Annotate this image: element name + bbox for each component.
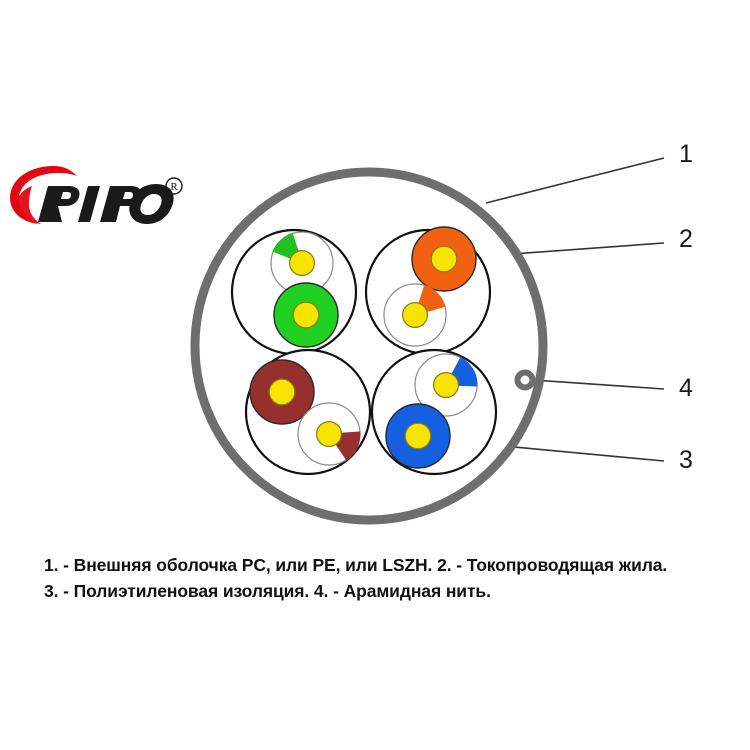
white-green-wire (270, 231, 334, 295)
legend-line-2: 3. - Полиэтиленовая изоляция. 4. - Арами… (44, 578, 750, 604)
callout-label-2: 2 (679, 225, 693, 253)
white-blue-wire (414, 353, 478, 417)
brown-wire-conductor (268, 378, 296, 406)
callout-4-leader (532, 379, 665, 390)
logo-swoosh (10, 166, 77, 224)
svg-text:R: R (170, 181, 178, 193)
legend-text-1: - Внешняя оболочка PC, или PE, или LSZH. (58, 555, 438, 575)
twisted-pairs (230, 226, 498, 476)
blue-wire-conductor (404, 422, 432, 450)
logo-swoosh-tail (17, 186, 41, 224)
legend-text-2: - Токопроводящая жила. (451, 555, 668, 575)
blue-wire (385, 403, 451, 469)
legend-num-3: 3. (44, 581, 59, 601)
logo-wordmark (38, 184, 174, 224)
registered-trademark-icon: R (165, 177, 183, 195)
legend-num-2: 2. (437, 555, 452, 575)
white-orange-wire-conductor (402, 302, 429, 329)
legend-num-4: 4. (313, 581, 329, 601)
callout-label-3: 3 (679, 446, 693, 474)
callout-label-4: 4 (679, 374, 693, 402)
legend-caption: 1. - Внешняя оболочка PC, или PE, или LS… (44, 552, 750, 604)
callout-1-leader (485, 157, 665, 204)
legend-num-1: 1. (44, 555, 59, 575)
white-brown-wire-conductor (316, 421, 343, 448)
ripo-logo-svg: R (10, 166, 183, 224)
white-blue-wire-conductor (433, 372, 460, 399)
callout-label-1: 1 (679, 140, 693, 168)
white-orange-wire (383, 283, 447, 347)
white-green-wire-conductor (289, 250, 316, 277)
legend-text-4: - Арамидная нить. (328, 581, 491, 601)
brown-wire (249, 359, 315, 425)
orange-wire (411, 226, 477, 292)
green-wire (273, 282, 339, 348)
aramid-thread (514, 369, 536, 391)
white-brown-wire (297, 402, 361, 466)
orange-wire-conductor (430, 245, 458, 273)
ripo-logo: R (8, 160, 188, 232)
green-wire-conductor (292, 301, 320, 329)
legend-line-1: 1. - Внешняя оболочка PC, или PE, или LS… (44, 552, 750, 578)
outer-jacket (190, 167, 548, 525)
legend-text-3: - Полиэтиленовая изоляция. (58, 581, 314, 601)
